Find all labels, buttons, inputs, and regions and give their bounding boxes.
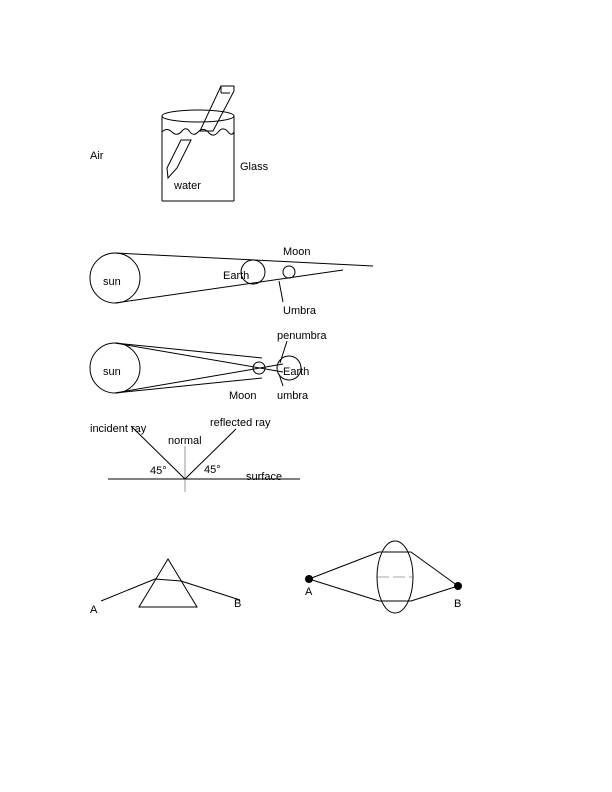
surface-label: surface	[246, 471, 282, 483]
prism-point-a-label: A	[90, 604, 98, 616]
water-label: water	[173, 180, 201, 192]
glass-label: Glass	[240, 161, 269, 173]
moon-circle-lunar	[252, 361, 266, 375]
pencil-above-water	[199, 85, 235, 132]
moon-label-solar: Moon	[283, 246, 311, 258]
reflected-ray-label: reflected ray	[210, 417, 271, 429]
earth-label-lunar: Earth	[283, 366, 309, 378]
prism-diagram: A B	[90, 558, 241, 616]
incident-ray-label: incident ray	[90, 423, 147, 435]
incident-ray	[130, 425, 186, 480]
normal-label: normal	[168, 435, 202, 447]
water-surface	[161, 128, 235, 136]
lens-point-b-label: B	[454, 598, 461, 610]
pencil-below-water	[166, 139, 192, 180]
lens-point-b-dot	[454, 582, 462, 590]
earth-label-solar: Earth	[223, 270, 249, 282]
solar-eclipse-diagram: sun Earth Moon Umbra	[89, 246, 374, 317]
reflected-ray	[184, 428, 237, 480]
sun-label-solar: sun	[103, 276, 121, 288]
umbra-label-lunar: umbra	[277, 390, 309, 402]
lens-diagram: A B	[305, 540, 462, 614]
glass-beaker	[161, 109, 235, 202]
angle-incidence-label: 45°	[150, 465, 167, 477]
umbra-label-solar: Umbra	[283, 305, 317, 317]
moon-label-lunar: Moon	[229, 390, 257, 402]
reflection-diagram: incident ray reflected ray normal 45° 45…	[90, 417, 300, 492]
lens-point-a-dot	[305, 575, 313, 583]
prism-triangle	[138, 558, 198, 608]
lunar-eclipse-diagram: sun Earth Moon penumbra umbra	[89, 330, 327, 402]
penumbra-label: penumbra	[277, 330, 327, 342]
lens-point-a-label: A	[305, 586, 313, 598]
prism-point-b-label: B	[234, 598, 241, 610]
earth-circle-solar	[240, 259, 266, 285]
moon-circle-solar	[282, 265, 296, 279]
air-label: Air	[90, 150, 104, 162]
earth-circle-lunar	[276, 355, 302, 381]
angle-reflection-label: 45°	[204, 464, 221, 476]
sun-label-lunar: sun	[103, 366, 121, 378]
refraction-diagram: Air Glass water	[90, 85, 269, 202]
